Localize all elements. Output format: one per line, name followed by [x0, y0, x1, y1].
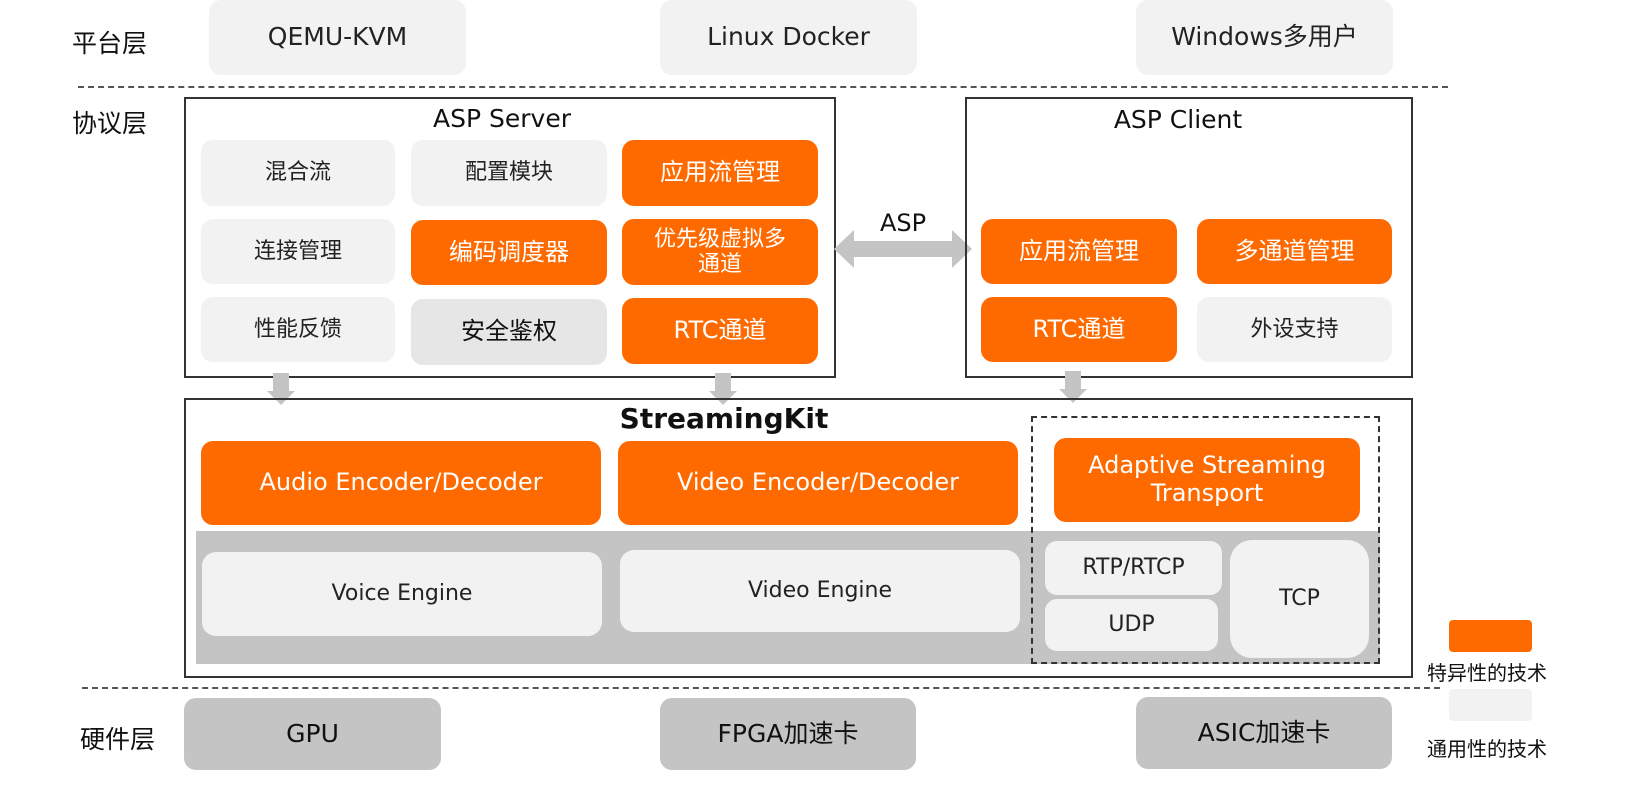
module-encode-scheduler: 编码调度器: [411, 220, 607, 285]
asp-server-title: ASP Server: [433, 104, 571, 133]
module-config: 配置模块: [411, 140, 607, 206]
module-priority-virtual-multichannel: 优先级虚拟多通道: [622, 219, 818, 285]
legend-generic-swatch: [1449, 689, 1532, 721]
protocol-layer-label: 协议层: [72, 109, 148, 138]
platform-qemu-kvm: QEMU-KVM: [209, 0, 466, 75]
transport-rtp-rtcp: RTP/RTCP: [1045, 541, 1222, 595]
audio-encoder-decoder: Audio Encoder/Decoder: [201, 441, 601, 525]
client-app-stream-mgmt: 应用流管理: [981, 219, 1177, 284]
asp-client-panel: [965, 97, 1413, 378]
platform-linux-docker: Linux Docker: [660, 0, 917, 75]
streamingkit-panel: [184, 398, 1413, 678]
hardware-asic: ASIC加速卡: [1136, 697, 1392, 769]
asp-double-arrow: [834, 230, 972, 268]
adaptive-streaming-transport: Adaptive Streaming Transport: [1054, 438, 1360, 522]
asp-client-title: ASP Client: [1113, 105, 1243, 134]
down-arrow-middle: [709, 373, 737, 405]
platform-layer-label: 平台层: [72, 29, 148, 58]
down-arrow-left: [267, 373, 295, 405]
module-mixed-stream: 混合流: [201, 140, 395, 206]
video-encoder-decoder: Video Encoder/Decoder: [618, 441, 1018, 525]
legend-generic-label: 通用性的技术: [1427, 737, 1547, 761]
transport-tcp: TCP: [1230, 540, 1369, 658]
voice-engine: Voice Engine: [202, 552, 602, 636]
module-rtc-channel: RTC通道: [622, 298, 818, 364]
hardware-separator: [82, 687, 1440, 689]
module-security-auth: 安全鉴权: [411, 299, 607, 365]
client-peripheral-support: 外设支持: [1197, 297, 1392, 362]
module-perf-feedback: 性能反馈: [201, 297, 395, 362]
platform-windows-multiuser: Windows多用户: [1136, 0, 1393, 75]
hardware-fpga: FPGA加速卡: [660, 698, 916, 770]
client-multichannel-mgmt: 多通道管理: [1197, 219, 1392, 284]
client-rtc-channel: RTC通道: [981, 297, 1177, 362]
module-connection-mgmt: 连接管理: [201, 219, 395, 284]
transport-dashed-group: [1031, 416, 1380, 664]
hardware-gpu: GPU: [184, 698, 441, 770]
video-engine: Video Engine: [620, 550, 1020, 632]
asp-link-label: ASP: [880, 209, 927, 237]
module-app-stream-mgmt: 应用流管理: [622, 140, 818, 206]
legend-specific-label: 特异性的技术: [1427, 661, 1547, 685]
transport-udp: UDP: [1045, 599, 1218, 651]
down-arrow-right: [1059, 371, 1087, 403]
asp-server-panel: [184, 97, 836, 378]
hardware-layer-label: 硬件层: [80, 725, 156, 754]
legend-specific-swatch: [1449, 620, 1532, 652]
streamingkit-title: StreamingKit: [619, 402, 829, 435]
platform-separator: [78, 86, 1448, 88]
